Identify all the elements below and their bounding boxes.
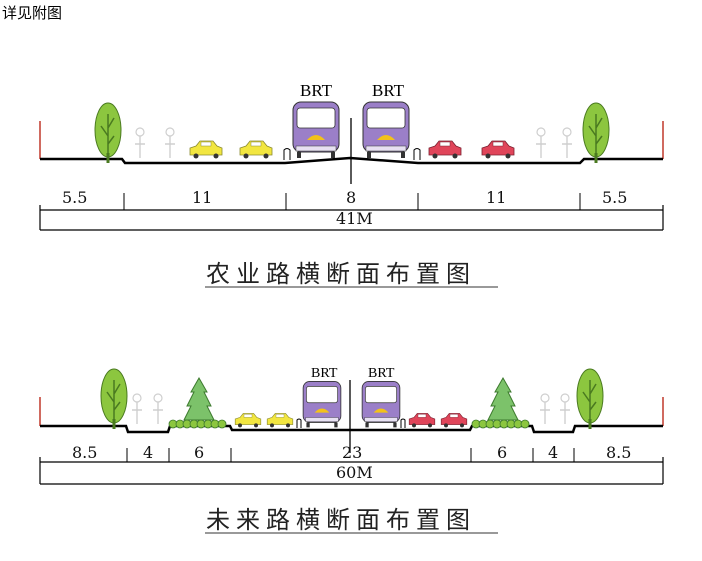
dimension-label: 8 [346, 188, 356, 207]
dimension-label: 8.5 [72, 443, 97, 462]
dimension-label: 4 [548, 443, 558, 462]
bus-label: BRT [372, 81, 405, 100]
dimension-label: 23 [342, 443, 362, 462]
bus-label: BRT [311, 366, 338, 381]
dimension-label: 6 [497, 443, 507, 462]
dimension-label: 6 [194, 443, 204, 462]
section-2-cross-section [39, 368, 664, 534]
section-1-cross-section [39, 101, 664, 288]
dimension-label: 11 [486, 188, 506, 207]
total-width-label: 60M [336, 463, 373, 482]
dimension-label: 5.5 [62, 188, 87, 207]
section-1-labels: BRT BRT 5.5 11 8 11 5.5 41M 农业路横断面布置图 [62, 81, 627, 288]
section-title: 未来路横断面布置图 [206, 506, 476, 534]
section-2-labels: BRT BRT 8.5 4 6 23 6 4 8.5 60M 未来路横断面布置图 [72, 366, 631, 534]
total-width-label: 41M [336, 209, 373, 228]
bus-label: BRT [368, 366, 395, 381]
note-text: 详见附图 [2, 4, 63, 22]
dimension-label: 8.5 [606, 443, 631, 462]
dimension-label: 11 [192, 188, 212, 207]
dimension-label: 4 [143, 443, 153, 462]
dimension-label: 5.5 [602, 188, 627, 207]
bus-label: BRT [300, 81, 333, 100]
section-title: 农业路横断面布置图 [206, 260, 476, 288]
